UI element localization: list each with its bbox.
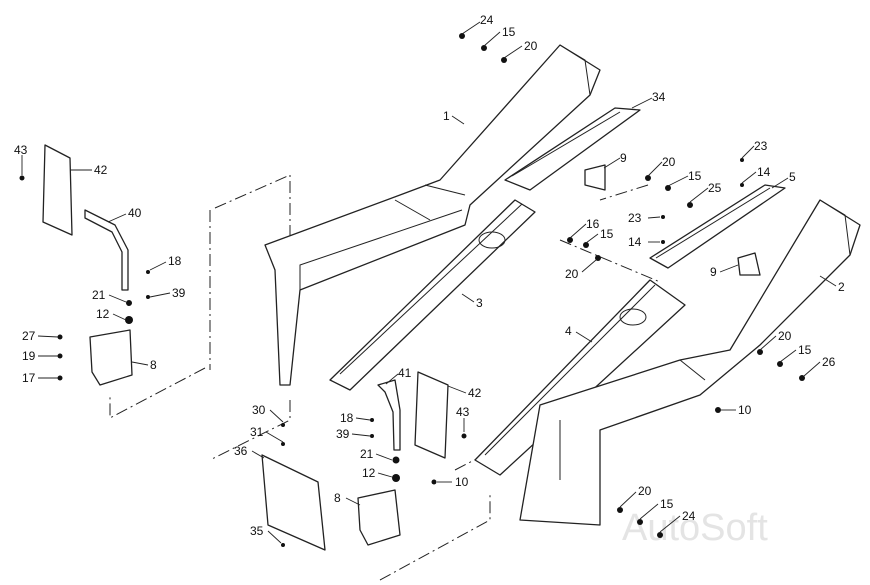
callout-label: 41 bbox=[398, 366, 412, 380]
callout-label: 24 bbox=[480, 13, 494, 27]
callout-label: 40 bbox=[128, 206, 142, 220]
callout-label: 42 bbox=[468, 386, 482, 400]
callout-label: 20 bbox=[662, 155, 676, 169]
callout-label: 18 bbox=[168, 254, 182, 268]
callout-label: 12 bbox=[96, 307, 110, 321]
callout-label: 14 bbox=[757, 165, 771, 179]
rail-part-1 bbox=[264, 44, 601, 386]
callout-label: 1 bbox=[443, 109, 450, 123]
channel-part-4 bbox=[474, 279, 686, 476]
callout-label: 2 bbox=[838, 280, 845, 294]
callout-label: 15 bbox=[660, 497, 674, 511]
callout-label: 9 bbox=[620, 151, 627, 165]
callout-label: 21 bbox=[360, 447, 374, 461]
callout-label: 20 bbox=[638, 484, 652, 498]
callout-label: 15 bbox=[600, 227, 614, 241]
callout-label: 10 bbox=[455, 475, 469, 489]
callout-label: 19 bbox=[22, 349, 36, 363]
callout-labels: 24 15 20 1 34 43 42 40 18 21 39 12 27 19… bbox=[14, 13, 845, 538]
mirror-arm-part-40 bbox=[84, 209, 129, 291]
callout-label: 23 bbox=[628, 211, 642, 225]
callout-label: 39 bbox=[336, 427, 350, 441]
callout-label: 35 bbox=[250, 524, 264, 538]
mirror-arm-part-41 bbox=[377, 379, 401, 451]
callout-label: 34 bbox=[652, 90, 666, 104]
callout-label: 27 bbox=[22, 329, 36, 343]
callout-label: 8 bbox=[150, 358, 157, 372]
callout-label: 24 bbox=[682, 509, 696, 523]
mirror-bracket-part-8-left bbox=[89, 329, 133, 386]
callout-label: 26 bbox=[822, 355, 836, 369]
callout-label: 15 bbox=[798, 343, 812, 357]
callout-label: 14 bbox=[628, 235, 642, 249]
mud-flap-part-36 bbox=[261, 454, 326, 551]
bracket-part-9a bbox=[584, 164, 606, 191]
callout-label: 20 bbox=[565, 267, 579, 281]
mirror-bracket-part-8-right bbox=[357, 489, 401, 546]
leader-lines bbox=[21, 21, 837, 544]
callout-label: 30 bbox=[252, 403, 266, 417]
callout-label: 39 bbox=[172, 286, 186, 300]
channel-part-3 bbox=[329, 199, 536, 391]
callout-label: 31 bbox=[250, 425, 264, 439]
callout-label: 12 bbox=[362, 466, 376, 480]
callout-label: 21 bbox=[92, 288, 106, 302]
callout-label: 20 bbox=[524, 39, 538, 53]
rail-part-2 bbox=[519, 199, 861, 526]
callout-label: 43 bbox=[456, 405, 470, 419]
callout-label: 3 bbox=[476, 296, 483, 310]
callout-label: 17 bbox=[22, 371, 36, 385]
callout-label: 25 bbox=[708, 181, 722, 195]
callout-label: 16 bbox=[586, 217, 600, 231]
callout-label: 15 bbox=[688, 169, 702, 183]
callout-label: 10 bbox=[738, 403, 752, 417]
strip-part-34 bbox=[504, 107, 641, 191]
strip-part-5 bbox=[649, 184, 786, 269]
callout-label: 42 bbox=[94, 163, 108, 177]
callout-label: 18 bbox=[340, 411, 354, 425]
callout-label: 36 bbox=[234, 444, 248, 458]
callout-label: 20 bbox=[778, 329, 792, 343]
mirror-part-42-right bbox=[414, 371, 449, 459]
callout-label: 8 bbox=[334, 491, 341, 505]
callout-label: 4 bbox=[565, 324, 572, 338]
callout-label: 15 bbox=[502, 25, 516, 39]
hardware bbox=[19, 33, 805, 547]
callout-label: 23 bbox=[754, 139, 768, 153]
bracket-part-9b bbox=[737, 252, 761, 276]
callout-label: 5 bbox=[789, 170, 796, 184]
callout-label: 9 bbox=[710, 265, 717, 279]
mirror-part-42-left bbox=[42, 144, 73, 236]
callout-label: 43 bbox=[14, 143, 28, 157]
